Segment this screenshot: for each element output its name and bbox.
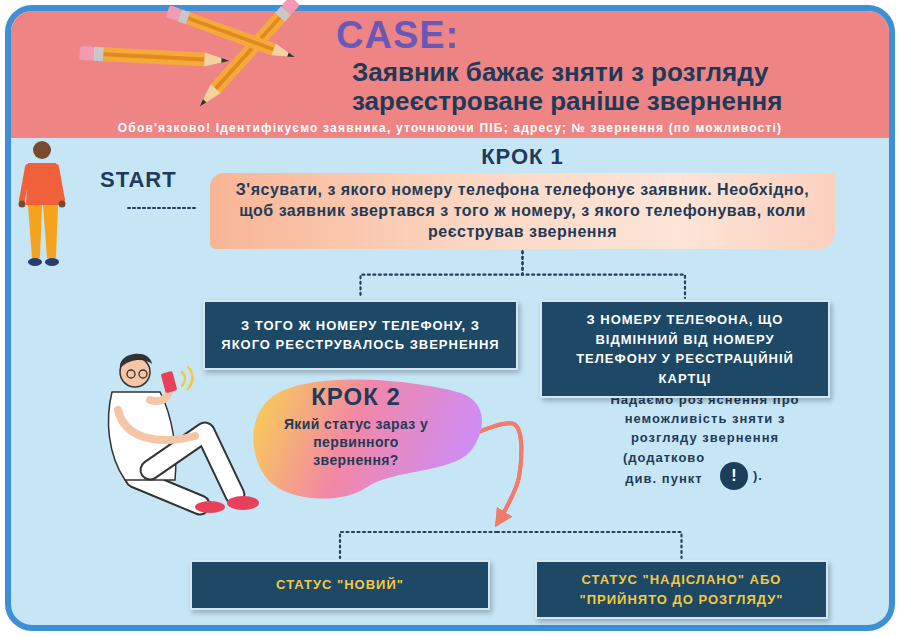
person-shoe xyxy=(45,258,59,266)
person-arm xyxy=(22,167,28,200)
person-hand xyxy=(59,201,66,208)
connector-line xyxy=(340,532,497,558)
person-hand xyxy=(19,201,26,208)
blob-shape xyxy=(253,380,482,499)
process-box: З ТОГО Ж НОМЕРУ ТЕЛЕФОНУ, З ЯКОГО РЕЄСТР… xyxy=(203,300,518,370)
frame xyxy=(8,8,892,628)
process-text: З НОМЕРУ ТЕЛЕФОНА, ЩО ВІДМІННИЙ ВІД НОМЕ… xyxy=(556,310,814,388)
signal-icon xyxy=(182,372,185,386)
status-text: СТАТУС "НАДІСЛАНО" АБО "ПРИЙНЯТО ДО РОЗГ… xyxy=(551,570,812,609)
connector-arrow xyxy=(477,423,521,524)
connector xyxy=(361,251,523,298)
status-box: СТАТУС "НОВИЙ" xyxy=(190,560,490,610)
person-shoe xyxy=(28,258,42,266)
status-text: СТАТУС "НОВИЙ" xyxy=(276,575,404,595)
pencil-icon xyxy=(166,5,297,63)
person-head xyxy=(33,141,51,159)
step-heading: КРОК 2 xyxy=(267,383,445,411)
signal-icon xyxy=(188,367,193,389)
case-title: Заявник бажає зняти з розгляду зареєстро… xyxy=(352,58,877,116)
connector-line xyxy=(497,532,682,558)
person-leg xyxy=(43,205,58,258)
status-box: СТАТУС "НАДІСЛАНО" АБО "ПРИЙНЯТО ДО РОЗГ… xyxy=(535,560,828,619)
reference-text: (додатково див. пункт xyxy=(612,448,716,490)
header-band xyxy=(11,11,889,138)
start-underline xyxy=(128,207,195,209)
process-box: З НОМЕРУ ТЕЛЕФОНА, ЩО ВІДМІННИЙ ВІД НОМЕ… xyxy=(540,300,830,398)
process-text: З ТОГО Ж НОМЕРУ ТЕЛЕФОНУ, З ЯКОГО РЕЄСТР… xyxy=(219,316,502,355)
figure-arm xyxy=(118,410,195,440)
figure-shoe xyxy=(195,501,225,513)
figure-leg xyxy=(135,478,200,505)
figure-glasses xyxy=(127,370,135,378)
step-block: КРОК 1 З'ясувати, з якого номеру телефона… xyxy=(210,144,835,249)
connector xyxy=(523,251,686,298)
figure-shoe xyxy=(227,496,259,510)
step-blob: КРОК 2 Який статус зараз у первинного зве… xyxy=(245,375,485,503)
step-text: З'ясувати, з якого номеру телефона телеф… xyxy=(210,173,835,249)
explanation-text: Надаємо роз'яснення про неможливість зня… xyxy=(596,391,814,448)
figure-leg xyxy=(135,478,200,505)
closing-text: ). xyxy=(753,468,763,483)
question-text: Який статус зараз у первинного звернення… xyxy=(274,415,439,470)
warning-note: Обов'язково! Ідентифікуємо заявника, уто… xyxy=(14,121,886,135)
figure-hair xyxy=(120,354,152,368)
figure-glasses xyxy=(139,370,147,378)
person-arm xyxy=(56,167,62,200)
person-leg xyxy=(28,205,42,258)
pencil-icon xyxy=(79,46,230,68)
start-label: START xyxy=(100,167,177,193)
connector-line xyxy=(523,251,686,298)
phone-icon xyxy=(161,371,178,393)
connector-arrow xyxy=(477,423,521,524)
case-label: CASE: xyxy=(336,14,459,57)
step-heading: КРОК 1 xyxy=(210,144,835,170)
connector-line xyxy=(361,251,523,298)
reference-badge: ! xyxy=(720,462,748,490)
